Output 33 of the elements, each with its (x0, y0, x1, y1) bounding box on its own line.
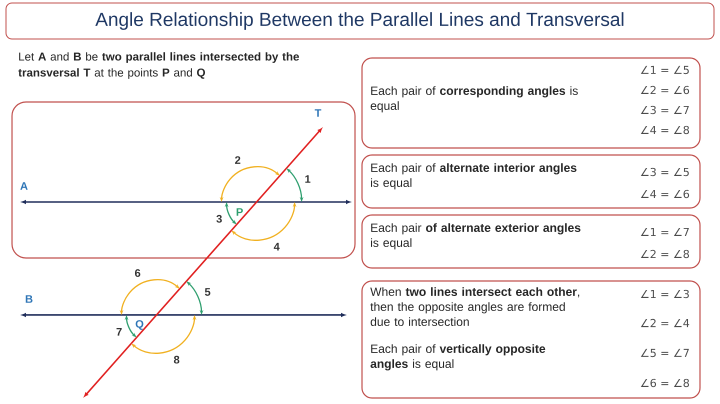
angle-equation: ∠6 = ∠8 (640, 378, 690, 388)
angle-equation: ∠2 = ∠4 (640, 318, 690, 328)
line-label: T (314, 109, 322, 117)
angle-equation: ∠1 = ∠7 (640, 228, 689, 236)
angle-label: 8 (174, 356, 180, 364)
description-text: When two lines intersect each other, then the opposite angles are formed due to intersection (370, 287, 580, 326)
angle-label: 6 (134, 269, 140, 277)
angle-equation: ∠5 = ∠7 (640, 348, 689, 358)
description-text: Each pair of alternate exterior angles is equal (371, 223, 580, 250)
line-label: A (20, 182, 28, 190)
angle-equation: ∠2 = ∠6 (640, 86, 690, 94)
angle-label: 4 (274, 242, 280, 250)
angle-equation: ∠2 = ∠8 (640, 250, 690, 258)
highlight-box (11, 101, 356, 259)
line-label: B (26, 295, 32, 303)
point-label: Q (136, 320, 144, 330)
angle-label: 3 (216, 214, 222, 223)
angle-label: 2 (235, 156, 240, 164)
angle-equation: ∠4 = ∠6 (640, 190, 690, 198)
angle-equation: ∠1 = ∠5 (640, 66, 689, 74)
point-label: P (236, 208, 243, 216)
angle-label: 7 (116, 328, 122, 336)
description-text: Each pair of vertically opposite angles is equal (370, 344, 546, 370)
angle-equation: ∠3 = ∠5 (640, 168, 689, 176)
angle-label: 1 (305, 175, 310, 183)
intro-text: Let A and B be two parallel lines intersected by the transversal T at the points P and Q (18, 52, 300, 79)
angle-equation: ∠3 = ∠7 (640, 106, 689, 114)
description-text: Each pair of corresponding angles is equal (370, 86, 578, 112)
angle-equation: ∠1 = ∠3 (640, 290, 689, 298)
title-banner: Angle Relationship Between the Parallel Lines and Transversal (6, 2, 714, 40)
angle-label: 5 (204, 288, 210, 296)
description-text: Each pair of alternate interior angles is equal (371, 163, 576, 190)
angle-equation: ∠4 = ∠8 (640, 126, 690, 134)
